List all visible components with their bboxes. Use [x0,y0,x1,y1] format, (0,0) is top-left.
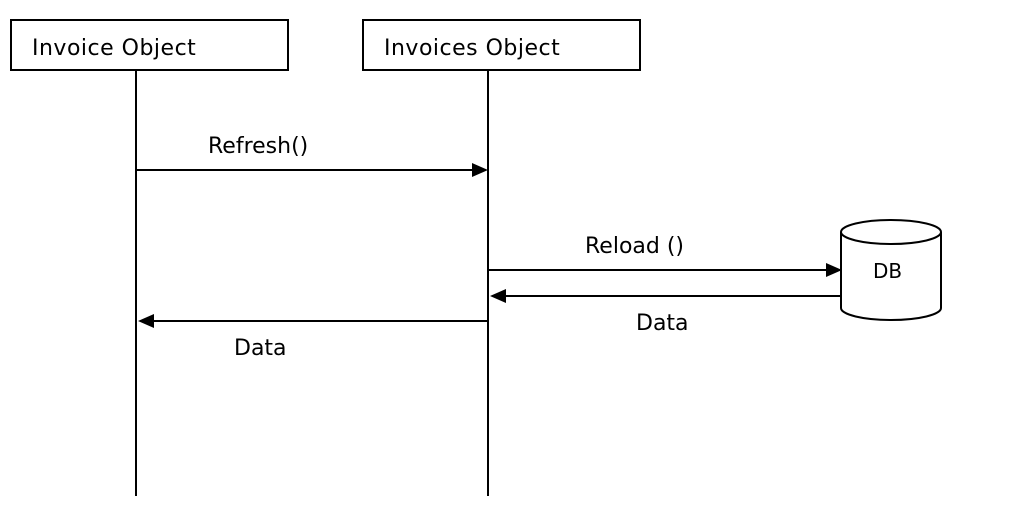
participant-invoices-object: Invoices Object [362,19,641,71]
database-cylinder-icon: DB [840,219,942,321]
participant-box-invoices [362,19,641,71]
message-label-data-from-db: Data [636,311,689,336]
message-data-from-db: Data [490,289,842,336]
participant-label-invoice: Invoice Object [32,36,196,61]
participant-box-invoice [10,19,289,71]
arrowhead-refresh [472,163,488,177]
database-body [840,232,942,321]
arrowhead-data-to-invoice [138,314,154,328]
message-label-data-to-invoice: Data [234,336,287,361]
database-top [840,219,942,245]
message-reload: Reload () [488,234,842,277]
message-data-to-invoice: Data [138,314,488,361]
message-refresh: Refresh() [136,134,488,177]
message-label-refresh: Refresh() [208,134,308,159]
participant-invoice-object: Invoice Object [10,19,289,71]
participant-label-invoices: Invoices Object [384,36,560,61]
arrowhead-reload [826,263,842,277]
database-label: DB [873,259,902,283]
message-label-reload: Reload () [585,234,684,259]
arrowhead-data-from-db [490,289,506,303]
